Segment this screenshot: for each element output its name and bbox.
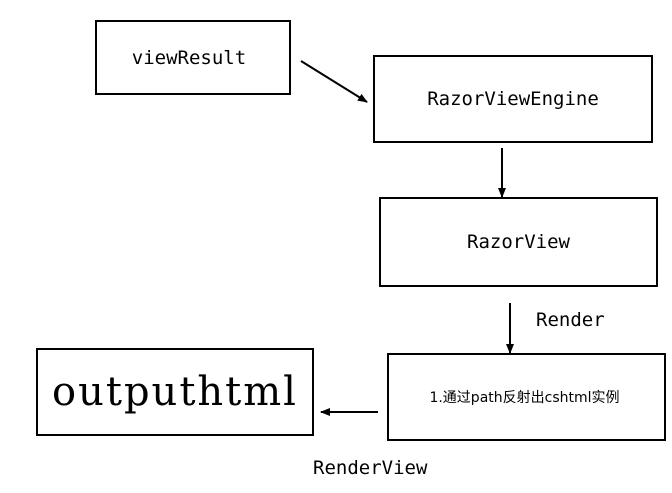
razor-view-engine-node: RazorViewEngine [373,55,653,143]
view-result-label: viewResult [131,46,247,69]
razor-view-node: RazorView [379,197,658,287]
razor-view-label: RazorView [467,231,570,253]
arrow-viewresult-to-engine [300,60,368,103]
view-result-node: viewResult [95,20,291,95]
output-html-node: outputhtml [36,348,314,436]
reflect-step-label: 1.通过path反射出cshtml实例 [429,390,620,406]
reflect-step-node: 1.通过path反射出cshtml实例 [387,353,666,441]
render-edge-label: Render [536,309,605,331]
render-view-edge-label: RenderView [313,457,428,479]
razor-view-engine-label: RazorViewEngine [427,88,599,110]
output-html-label: outputhtml [52,369,298,415]
